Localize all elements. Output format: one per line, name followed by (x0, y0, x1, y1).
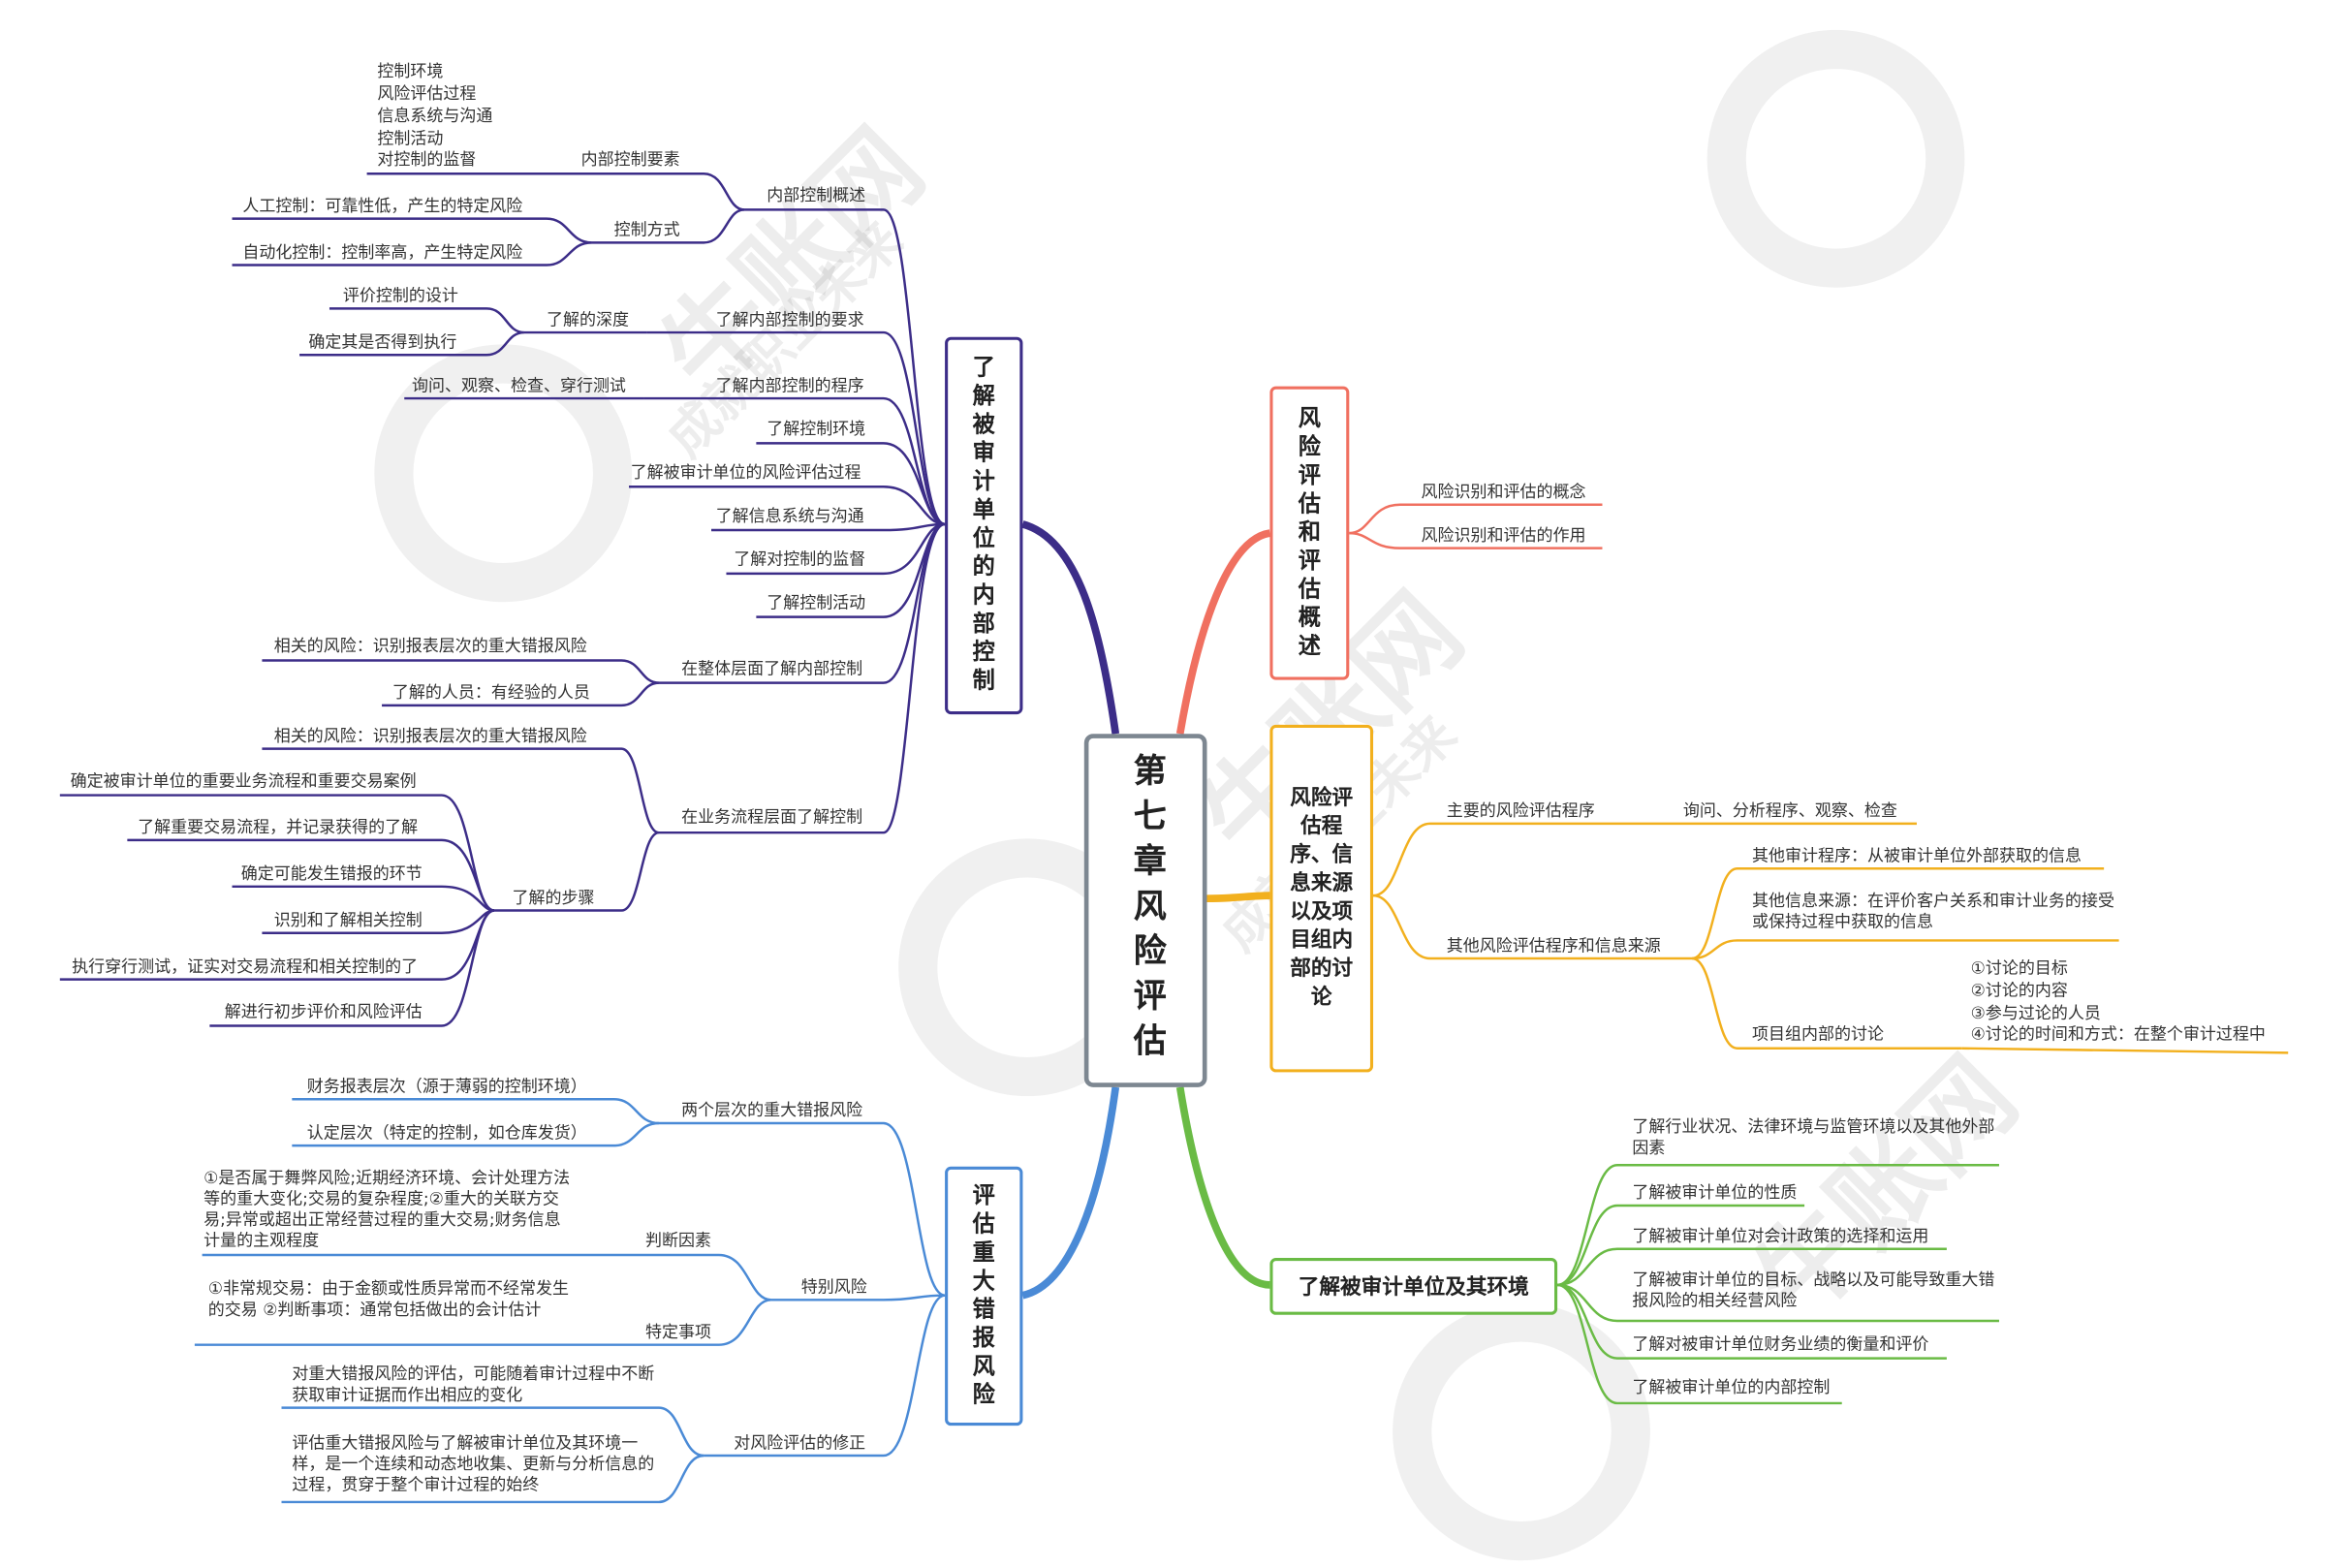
element-item[interactable]: 对控制的监督 (377, 149, 477, 170)
node-level-2[interactable]: 认定层次（特定的控制，如仓库发货） (306, 1122, 587, 1144)
central-topic[interactable]: 第七章风险评估 (1083, 734, 1207, 1087)
node-procedure-detail[interactable]: 询问、观察、检查、穿行测试 (411, 375, 626, 395)
entity-item[interactable]: 了解被审计单位的内部控制 (1632, 1377, 1831, 1397)
node-steps[interactable]: 了解的步骤 (512, 888, 595, 908)
node-auto[interactable]: 自动化控制：控制率高，产生特定风险 (242, 242, 523, 263)
node-factors-detail[interactable]: ①是否属于舞弊风险;近期经济环境、会计处理方法等的重大变化;交易的复杂程度;②重… (203, 1168, 571, 1251)
element-item[interactable]: 控制活动 (377, 128, 444, 148)
node-team[interactable]: 项目组内部的讨论 (1752, 1023, 1884, 1045)
node-procedure[interactable]: 了解内部控制的程序 (715, 375, 864, 395)
risk-overview-item[interactable]: 风险识别和评估的概念 (1421, 482, 1586, 502)
node-other-1[interactable]: 其他审计程序：从被审计单位外部获取的信息 (1752, 846, 2082, 866)
branch-entity[interactable]: 了解被审计单位及其环境 (1269, 1258, 1558, 1315)
team-item[interactable]: ①讨论的目标 (1970, 957, 2068, 979)
team-item[interactable]: ②讨论的内容 (1970, 981, 2068, 1001)
node-main-procedure[interactable]: 主要的风险评估程序 (1446, 800, 1595, 821)
entity-item[interactable]: 了解被审计单位对会计政策的选择和运用 (1632, 1226, 1929, 1246)
node-depth[interactable]: 了解的深度 (547, 309, 630, 329)
entity-item[interactable]: 了解行业状况、法律环境与监管环境以及其他外部因素 (1632, 1116, 1995, 1158)
step-item[interactable]: 了解重要交易流程，并记录获得的了解 (138, 817, 419, 837)
node-info[interactable]: 了解信息系统与沟通 (715, 506, 864, 526)
node-risk-process[interactable]: 了解被审计单位的风险评估过程 (630, 462, 861, 483)
element-item[interactable]: 控制环境 (377, 61, 444, 81)
node-specific-detail[interactable]: ①非常规交易：由于金额或性质异常而不经常发生的交易 ②判断事项：通常包括做出的会… (207, 1278, 570, 1320)
step-item[interactable]: 识别和了解相关控制 (273, 910, 423, 930)
node-entity-people[interactable]: 了解的人员：有经验的人员 (391, 682, 590, 703)
node-depth-2[interactable]: 确定其是否得到执行 (308, 332, 457, 353)
node-revision-2[interactable]: 评估重大错报风险与了解被审计单位及其环境一样，是一个连续和动态地收集、更新与分析… (292, 1432, 655, 1495)
node-specific[interactable]: 特定事项 (645, 1322, 712, 1342)
node-monitor[interactable]: 了解对控制的监督 (734, 549, 866, 570)
node-process-risk[interactable]: 相关的风险：识别报表层次的重大错报风险 (273, 726, 587, 746)
team-item[interactable]: ③参与过论的人员 (1970, 1003, 2101, 1023)
entity-item[interactable]: 了解对被审计单位财务业绩的衡量和评价 (1632, 1333, 1929, 1354)
node-revision[interactable]: 对风险评估的修正 (734, 1432, 866, 1453)
step-item[interactable]: 解进行初步评价和风险评估 (224, 1001, 423, 1021)
team-item[interactable]: ④讨论的时间和方式：在整个审计过程中 (1970, 1023, 2266, 1045)
step-item[interactable]: 确定可能发生错报的环节 (240, 863, 423, 884)
step-item[interactable]: 确定被审计单位的重要业务流程和重要交易案例 (70, 770, 417, 791)
node-level-1[interactable]: 财务报表层次（源于薄弱的控制环境） (306, 1077, 587, 1097)
element-item[interactable]: 风险评估过程 (377, 83, 477, 104)
node-depth-1[interactable]: 评价控制的设计 (342, 286, 458, 306)
branch-assess[interactable]: 评估重大错报风险 (945, 1166, 1023, 1427)
node-overview[interactable]: 内部控制概述 (767, 185, 866, 205)
step-item[interactable]: 执行穿行测试，证实对交易流程和相关控制的了 (72, 956, 419, 977)
node-two-levels[interactable]: 两个层次的重大错报风险 (681, 1100, 863, 1120)
risk-overview-item[interactable]: 风险识别和评估的作用 (1421, 525, 1586, 546)
node-process-level[interactable]: 在业务流程层面了解控制 (681, 806, 863, 828)
node-special[interactable]: 特别风险 (800, 1277, 867, 1298)
branch-risk-overview[interactable]: 风险评估和评估概述 (1269, 386, 1350, 680)
node-activity[interactable]: 了解控制活动 (767, 592, 866, 613)
node-other[interactable]: 其他风险评估程序和信息来源 (1446, 935, 1661, 956)
node-manual[interactable]: 人工控制：可靠性低，产生的特定风险 (242, 196, 523, 216)
node-requirement[interactable]: 了解内部控制的要求 (715, 309, 864, 329)
entity-item[interactable]: 了解被审计单位的目标、战略以及可能导致重大错报风险的相关经营风险 (1632, 1270, 1995, 1311)
node-revision-1[interactable]: 对重大错报风险的评估，可能随着审计过程中不断获取审计证据而作出相应的变化 (292, 1364, 655, 1405)
node-main-detail[interactable]: 询问、分析程序、观察、检查 (1682, 800, 1897, 821)
node-entity-level[interactable]: 在整体层面了解内部控制 (681, 658, 863, 679)
node-factors[interactable]: 判断因素 (645, 1231, 712, 1251)
node-other-2[interactable]: 其他信息来源：在评价客户关系和审计业务的接受或保持过程中获取的信息 (1752, 891, 2114, 932)
node-methods[interactable]: 控制方式 (613, 220, 680, 240)
element-item[interactable]: 信息系统与沟通 (377, 106, 493, 126)
node-elements[interactable]: 内部控制要素 (580, 149, 680, 170)
branch-procedures[interactable]: 风险评估程序、信息来源以及项目组内部的讨论 (1269, 724, 1374, 1073)
entity-item[interactable]: 了解被审计单位的性质 (1632, 1182, 1798, 1203)
node-env[interactable]: 了解控制环境 (767, 419, 866, 439)
branch-internal-control[interactable]: 了解被审计单位的内部控制 (945, 336, 1023, 715)
node-entity-risk[interactable]: 相关的风险：识别报表层次的重大错报风险 (273, 636, 587, 656)
